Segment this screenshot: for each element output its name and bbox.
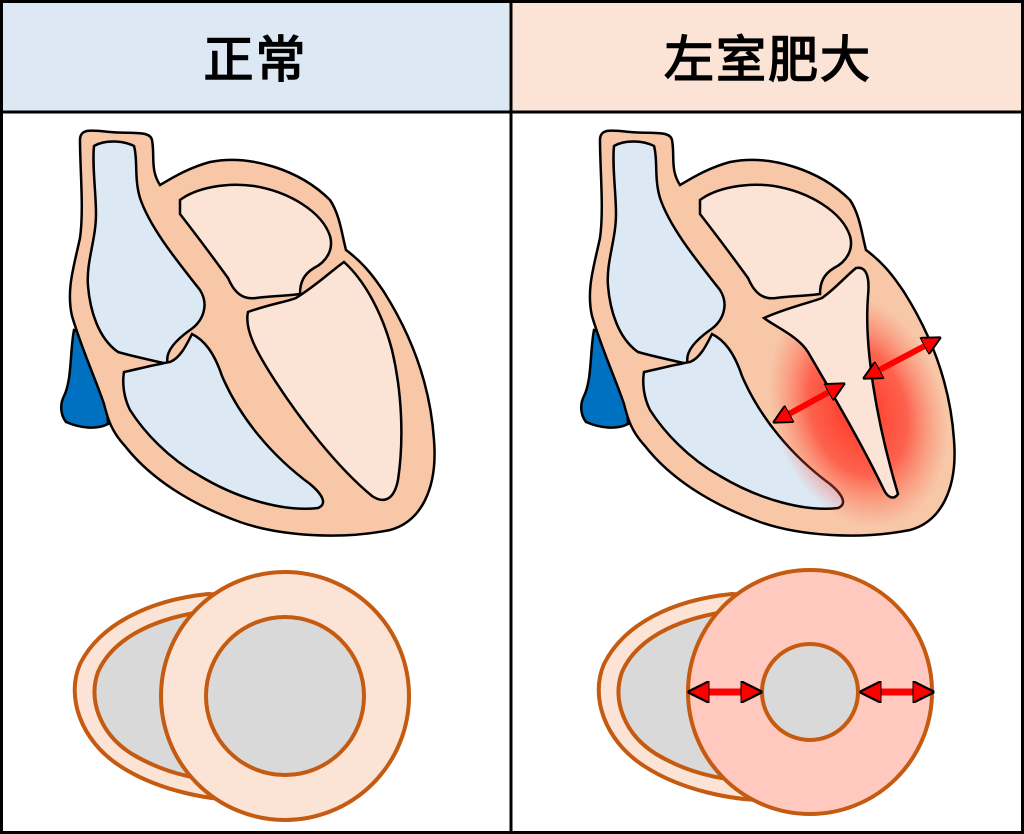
double-arrow-icon — [868, 340, 936, 376]
normal-cross-section — [72, 570, 411, 822]
ring-cavity-lvh — [760, 642, 860, 742]
panel-title-lvh: 左室肥大 — [512, 0, 1024, 112]
left-ventricle-normal — [246, 260, 403, 501]
lvh-cross-section — [596, 568, 932, 816]
double-arrow-icon — [778, 386, 840, 420]
normal-heart — [60, 129, 436, 537]
lvh-heart — [580, 129, 956, 537]
panel-title-normal: 正常 — [0, 0, 511, 112]
ring-cavity-normal — [204, 615, 366, 777]
